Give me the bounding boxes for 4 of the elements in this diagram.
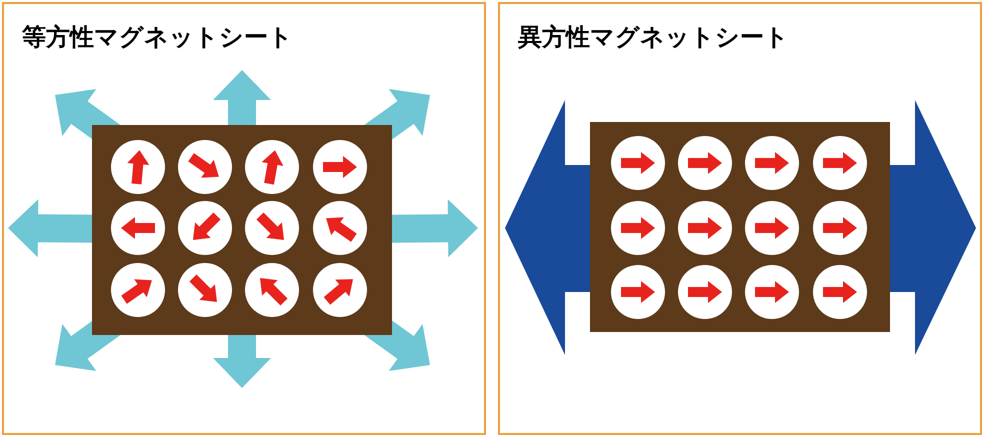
panel — [498, 2, 982, 435]
panel — [2, 2, 486, 435]
panel-title: 異方性マグネットシート — [518, 22, 789, 52]
panel-title: 等方性マグネットシート — [22, 22, 293, 52]
